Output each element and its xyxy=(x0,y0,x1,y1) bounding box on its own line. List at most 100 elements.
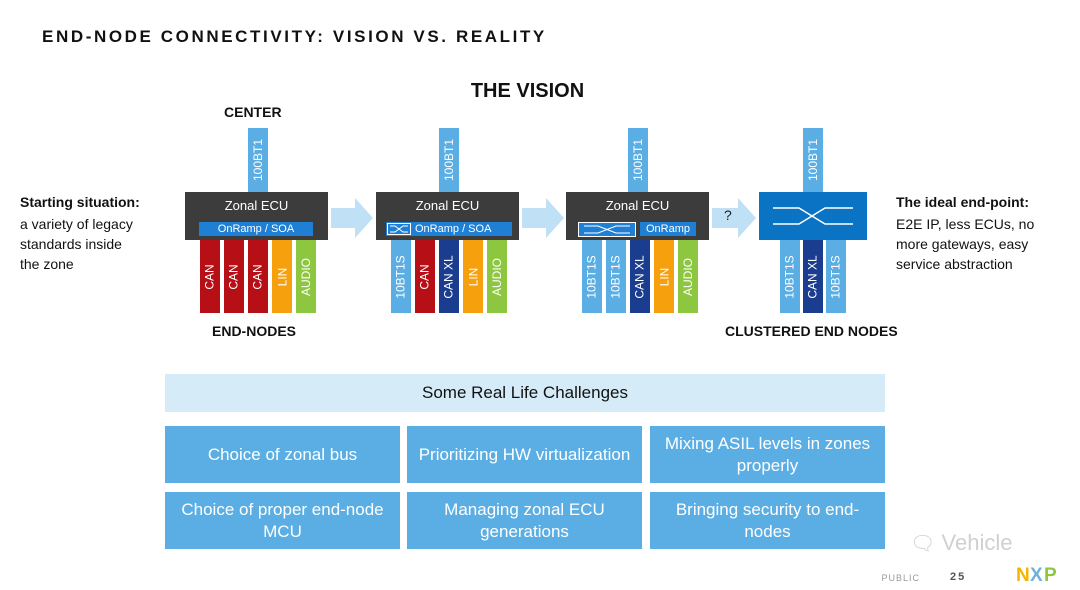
starting-situation-text: a variety of legacy standards inside the… xyxy=(20,214,190,274)
ethernet-switch xyxy=(759,192,867,240)
bus-label: LIN xyxy=(466,267,480,286)
bus-lin: LIN xyxy=(654,240,674,313)
bus-10bt1s: 10BT1S xyxy=(780,240,800,313)
bus-can-xl: CAN XL xyxy=(439,240,459,313)
classification-label: PUBLIC xyxy=(881,573,920,583)
zonal-ecu: Zonal ECU OnRamp / SOA xyxy=(185,192,328,240)
onramp-bar: OnRamp / SOA xyxy=(386,222,512,236)
slide-title: END-NODE CONNECTIVITY: VISION VS. REALIT… xyxy=(42,27,547,46)
bus-can: CAN xyxy=(415,240,435,313)
bus-10bt1s: 10BT1S xyxy=(826,240,846,313)
zonal-ecu-label: Zonal ECU xyxy=(605,198,670,213)
transition-arrow xyxy=(712,198,756,238)
onramp-label: OnRamp / SOA xyxy=(415,223,492,235)
zonal-ecu-label: Zonal ECU xyxy=(224,198,289,213)
bus-label: LIN xyxy=(275,267,289,286)
uplink-bar: 100BT1 xyxy=(803,128,823,192)
challenge-label: Mixing ASIL levels in zones properly xyxy=(664,433,871,475)
watermark: 🗨 Vehicle xyxy=(910,530,1012,556)
svg-text:P: P xyxy=(1044,565,1057,584)
uplink-bar: 100BT1 xyxy=(439,128,459,192)
bus-label: 10BT1S xyxy=(585,254,600,299)
transition-arrow xyxy=(522,198,564,238)
ideal-end-point-line: more gateways, easy xyxy=(896,236,1029,252)
bus-label: 10BT1S xyxy=(783,254,798,299)
page-number: 25 xyxy=(950,571,967,583)
challenges-header: Some Real Life Challenges xyxy=(165,374,885,412)
switch-icon xyxy=(578,222,636,237)
uplink-label: 100BT1 xyxy=(442,138,456,182)
challenges-header-label: Some Real Life Challenges xyxy=(421,383,628,402)
question-mark: ? xyxy=(724,207,732,223)
starting-situation-line: a variety of legacy xyxy=(20,216,133,232)
onramp-label: OnRamp / SOA xyxy=(217,223,295,235)
bus-10bt1s: 10BT1S xyxy=(582,240,602,313)
bus-label: 10BT1S xyxy=(609,254,624,299)
bus-label: 10BT1S xyxy=(394,254,409,299)
ideal-end-point-title: The ideal end-point: xyxy=(896,194,1029,210)
bus-audio: AUDIO xyxy=(296,240,316,313)
uplink-label: 100BT1 xyxy=(251,138,265,182)
challenge-label: Managing zonal ECU generations xyxy=(444,499,605,541)
bus-can-xl: CAN XL xyxy=(803,240,823,313)
starting-situation-line: standards inside xyxy=(20,236,122,252)
bus-audio: AUDIO xyxy=(678,240,698,313)
challenge-label: Choice of zonal bus xyxy=(207,444,358,464)
switch-icon xyxy=(387,223,411,235)
challenge-label: Bringing security to end-nodes xyxy=(675,499,860,541)
bus-audio: AUDIO xyxy=(487,240,507,313)
challenge-cell: Prioritizing HW virtualization xyxy=(407,426,642,483)
starting-situation-line: the zone xyxy=(20,256,74,272)
transition-arrow xyxy=(331,198,373,238)
uplink-label: 100BT1 xyxy=(631,138,645,182)
onramp-bar: OnRamp / SOA xyxy=(199,222,313,236)
challenge-cell: Mixing ASIL levels in zones properly xyxy=(650,426,885,483)
ideal-end-point-line: E2E IP, less ECUs, no xyxy=(896,216,1035,232)
ideal-end-point: The ideal end-point: E2E IP, less ECUs, … xyxy=(896,194,1076,274)
zonal-ecu: Zonal ECU OnRamp / SOA xyxy=(376,192,519,240)
clustered-end-nodes-label: CLUSTERED END NODES xyxy=(725,323,898,339)
bus-label: CAN xyxy=(418,263,432,290)
bus-label: AUDIO xyxy=(681,257,696,296)
bus-can-xl: CAN XL xyxy=(630,240,650,313)
bus-label: AUDIO xyxy=(490,257,505,296)
uplink-label: 100BT1 xyxy=(806,138,820,182)
bus-10bt1s: 10BT1S xyxy=(606,240,626,313)
bus-lin: LIN xyxy=(463,240,483,313)
svg-text:N: N xyxy=(1016,565,1030,584)
challenge-label: Choice of proper end-node MCU xyxy=(181,499,384,541)
bus-can: CAN xyxy=(248,240,268,313)
ideal-end-point-line: service abstraction xyxy=(896,256,1013,272)
end-nodes-label: END-NODES xyxy=(212,323,297,339)
nxp-logo: N X P xyxy=(1016,565,1057,584)
challenge-cell: Choice of zonal bus xyxy=(165,426,400,483)
ideal-end-point-text: E2E IP, less ECUs, no more gateways, eas… xyxy=(896,214,1076,274)
bus-label: 10BT1S xyxy=(829,254,844,299)
challenge-cell: Choice of proper end-node MCU xyxy=(165,492,400,549)
onramp-bar: OnRamp xyxy=(640,222,696,236)
challenge-cell: Managing zonal ECU generations xyxy=(407,492,642,549)
zonal-ecu: Zonal ECU OnRamp xyxy=(566,192,709,240)
bus-label: CAN xyxy=(203,263,217,290)
challenge-cell: Bringing security to end-nodes xyxy=(650,492,885,549)
bus-can: CAN xyxy=(200,240,220,313)
bus-label: CAN xyxy=(227,263,241,290)
center-label: CENTER xyxy=(224,104,282,120)
svg-text:X: X xyxy=(1030,565,1043,584)
zonal-ecu-label: Zonal ECU xyxy=(415,198,480,213)
bus-label: LIN xyxy=(657,267,671,286)
starting-situation: Starting situation: a variety of legacy … xyxy=(20,194,190,274)
uplink-bar: 100BT1 xyxy=(248,128,268,192)
bus-label: AUDIO xyxy=(299,257,314,296)
uplink-bar: 100BT1 xyxy=(628,128,648,192)
bus-10bt1s: 10BT1S xyxy=(391,240,411,313)
bus-label: CAN XL xyxy=(633,254,648,299)
bus-lin: LIN xyxy=(272,240,292,313)
challenge-label: Prioritizing HW virtualization xyxy=(418,444,631,464)
onramp-label: OnRamp xyxy=(645,223,691,235)
bus-label: CAN XL xyxy=(442,254,457,299)
vision-title: THE VISION xyxy=(470,80,585,102)
bus-label: CAN XL xyxy=(806,254,821,299)
bus-can: CAN xyxy=(224,240,244,313)
starting-situation-title: Starting situation: xyxy=(20,194,140,210)
